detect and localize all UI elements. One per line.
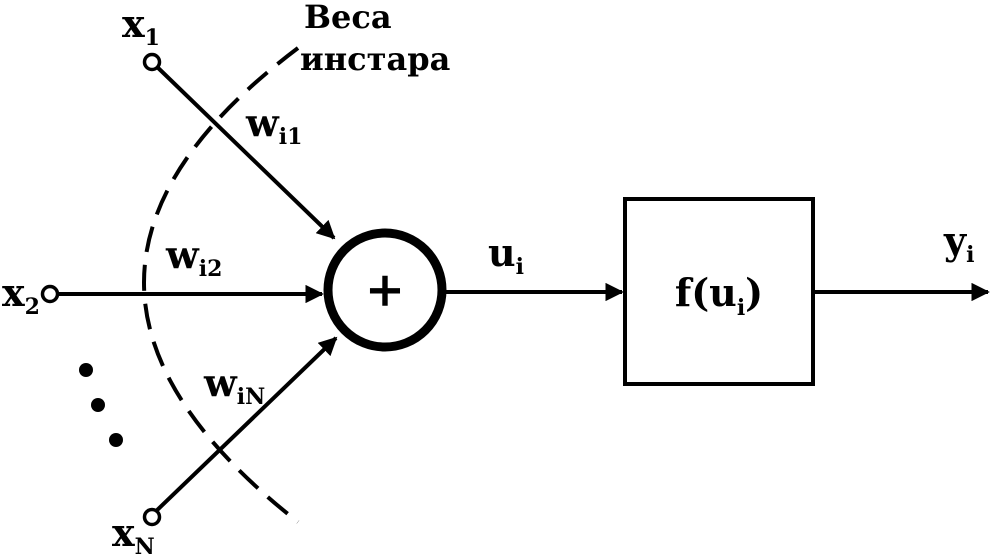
input-terminal-x1 — [142, 52, 162, 72]
weight-label-wi2: wi2 — [165, 232, 222, 282]
ellipsis-dot — [109, 433, 123, 447]
input-line-x1 — [150, 60, 336, 240]
summator-circle — [323, 228, 447, 352]
input-terminal-xn — [142, 507, 162, 527]
input-line-xn — [150, 336, 338, 517]
weights-caption-line1: Веса — [304, 0, 392, 36]
input-terminal-x2 — [40, 284, 60, 304]
weights-dashed-arc — [142, 46, 300, 524]
input-label-xn: xN — [112, 510, 155, 559]
activation-label: f(ui) — [675, 270, 763, 321]
output-label: yi — [943, 218, 974, 268]
input-label-x1: x1 — [122, 1, 160, 51]
ellipsis-dot — [91, 398, 105, 412]
weights-caption-line2: инстара — [300, 40, 450, 78]
input-label-x2: x2 — [2, 270, 40, 320]
activation-block — [623, 197, 815, 386]
summator-output-label: ui — [488, 230, 524, 280]
weight-label-win: wiN — [203, 360, 265, 410]
weight-label-wi1: wi1 — [245, 100, 302, 150]
ellipsis-dot — [79, 363, 93, 377]
summator-sign: + — [365, 262, 405, 318]
